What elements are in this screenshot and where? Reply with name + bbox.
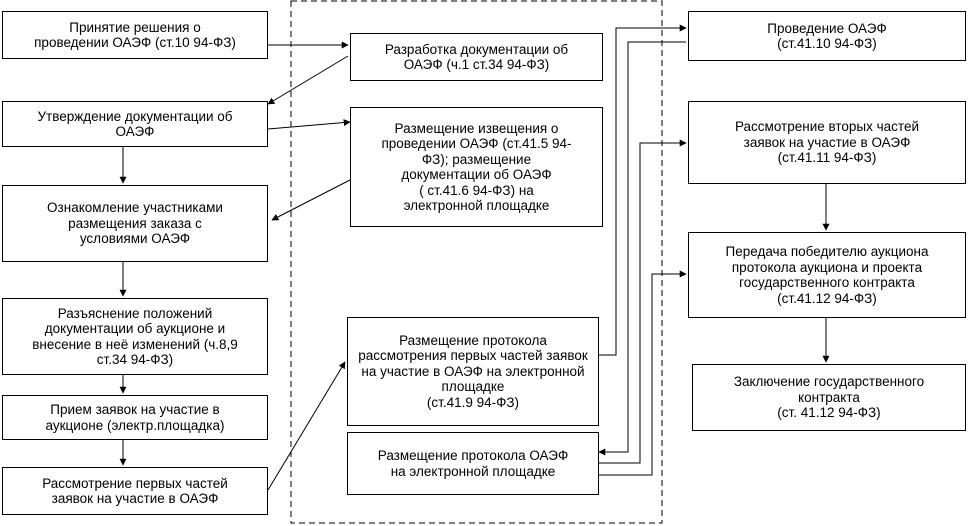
notice-node: Размещение извещения о проведении ОАЭФ (… — [350, 107, 603, 227]
second-parts-review-node: Рассмотрение вторых частей заявок на уча… — [688, 101, 966, 184]
arrow-m2-n3 — [271, 179, 351, 221]
clarification-node: Разъяснение положений документации об ау… — [2, 298, 268, 375]
arrow-m4-r2 — [599, 139, 687, 464]
arrow-n6-m3 — [267, 361, 346, 491]
arrow-r1-m4 — [598, 41, 686, 456]
documentation-node: Разработка документации об ОАЭФ (ч.1 ст.… — [350, 33, 603, 81]
first-protocol-node: Размещение протокола рассмотрения первых… — [347, 317, 599, 426]
electronic-platform-frame — [290, 0, 663, 524]
arrow-m4-r3 — [599, 270, 687, 476]
contract-node: Заключение государственного контракта (с… — [692, 364, 966, 431]
familiarization-node: Ознакомление участниками размещения зака… — [2, 185, 268, 262]
approval-node: Утверждение документации об ОАЭФ — [2, 101, 268, 147]
arrow-m3-r1 — [599, 24, 687, 356]
auction-protocol-node: Размещение протокола ОАЭФ на электронной… — [347, 432, 599, 495]
applications-node: Прием заявок на участие в аукционе (элек… — [2, 395, 268, 440]
arrow-m1-n2 — [267, 55, 349, 105]
winner-transfer-node: Передача победителю аукциона протокола а… — [688, 232, 966, 318]
first-parts-review-node: Рассмотрение первых частей заявок на уча… — [2, 467, 268, 515]
arrow-n2-m2 — [267, 119, 351, 130]
auction-node: Проведение ОАЭФ (ст.41.10 94-ФЗ) — [688, 11, 966, 61]
decision-node: Принятие решения о проведении ОАЭФ (ст.1… — [2, 11, 268, 59]
